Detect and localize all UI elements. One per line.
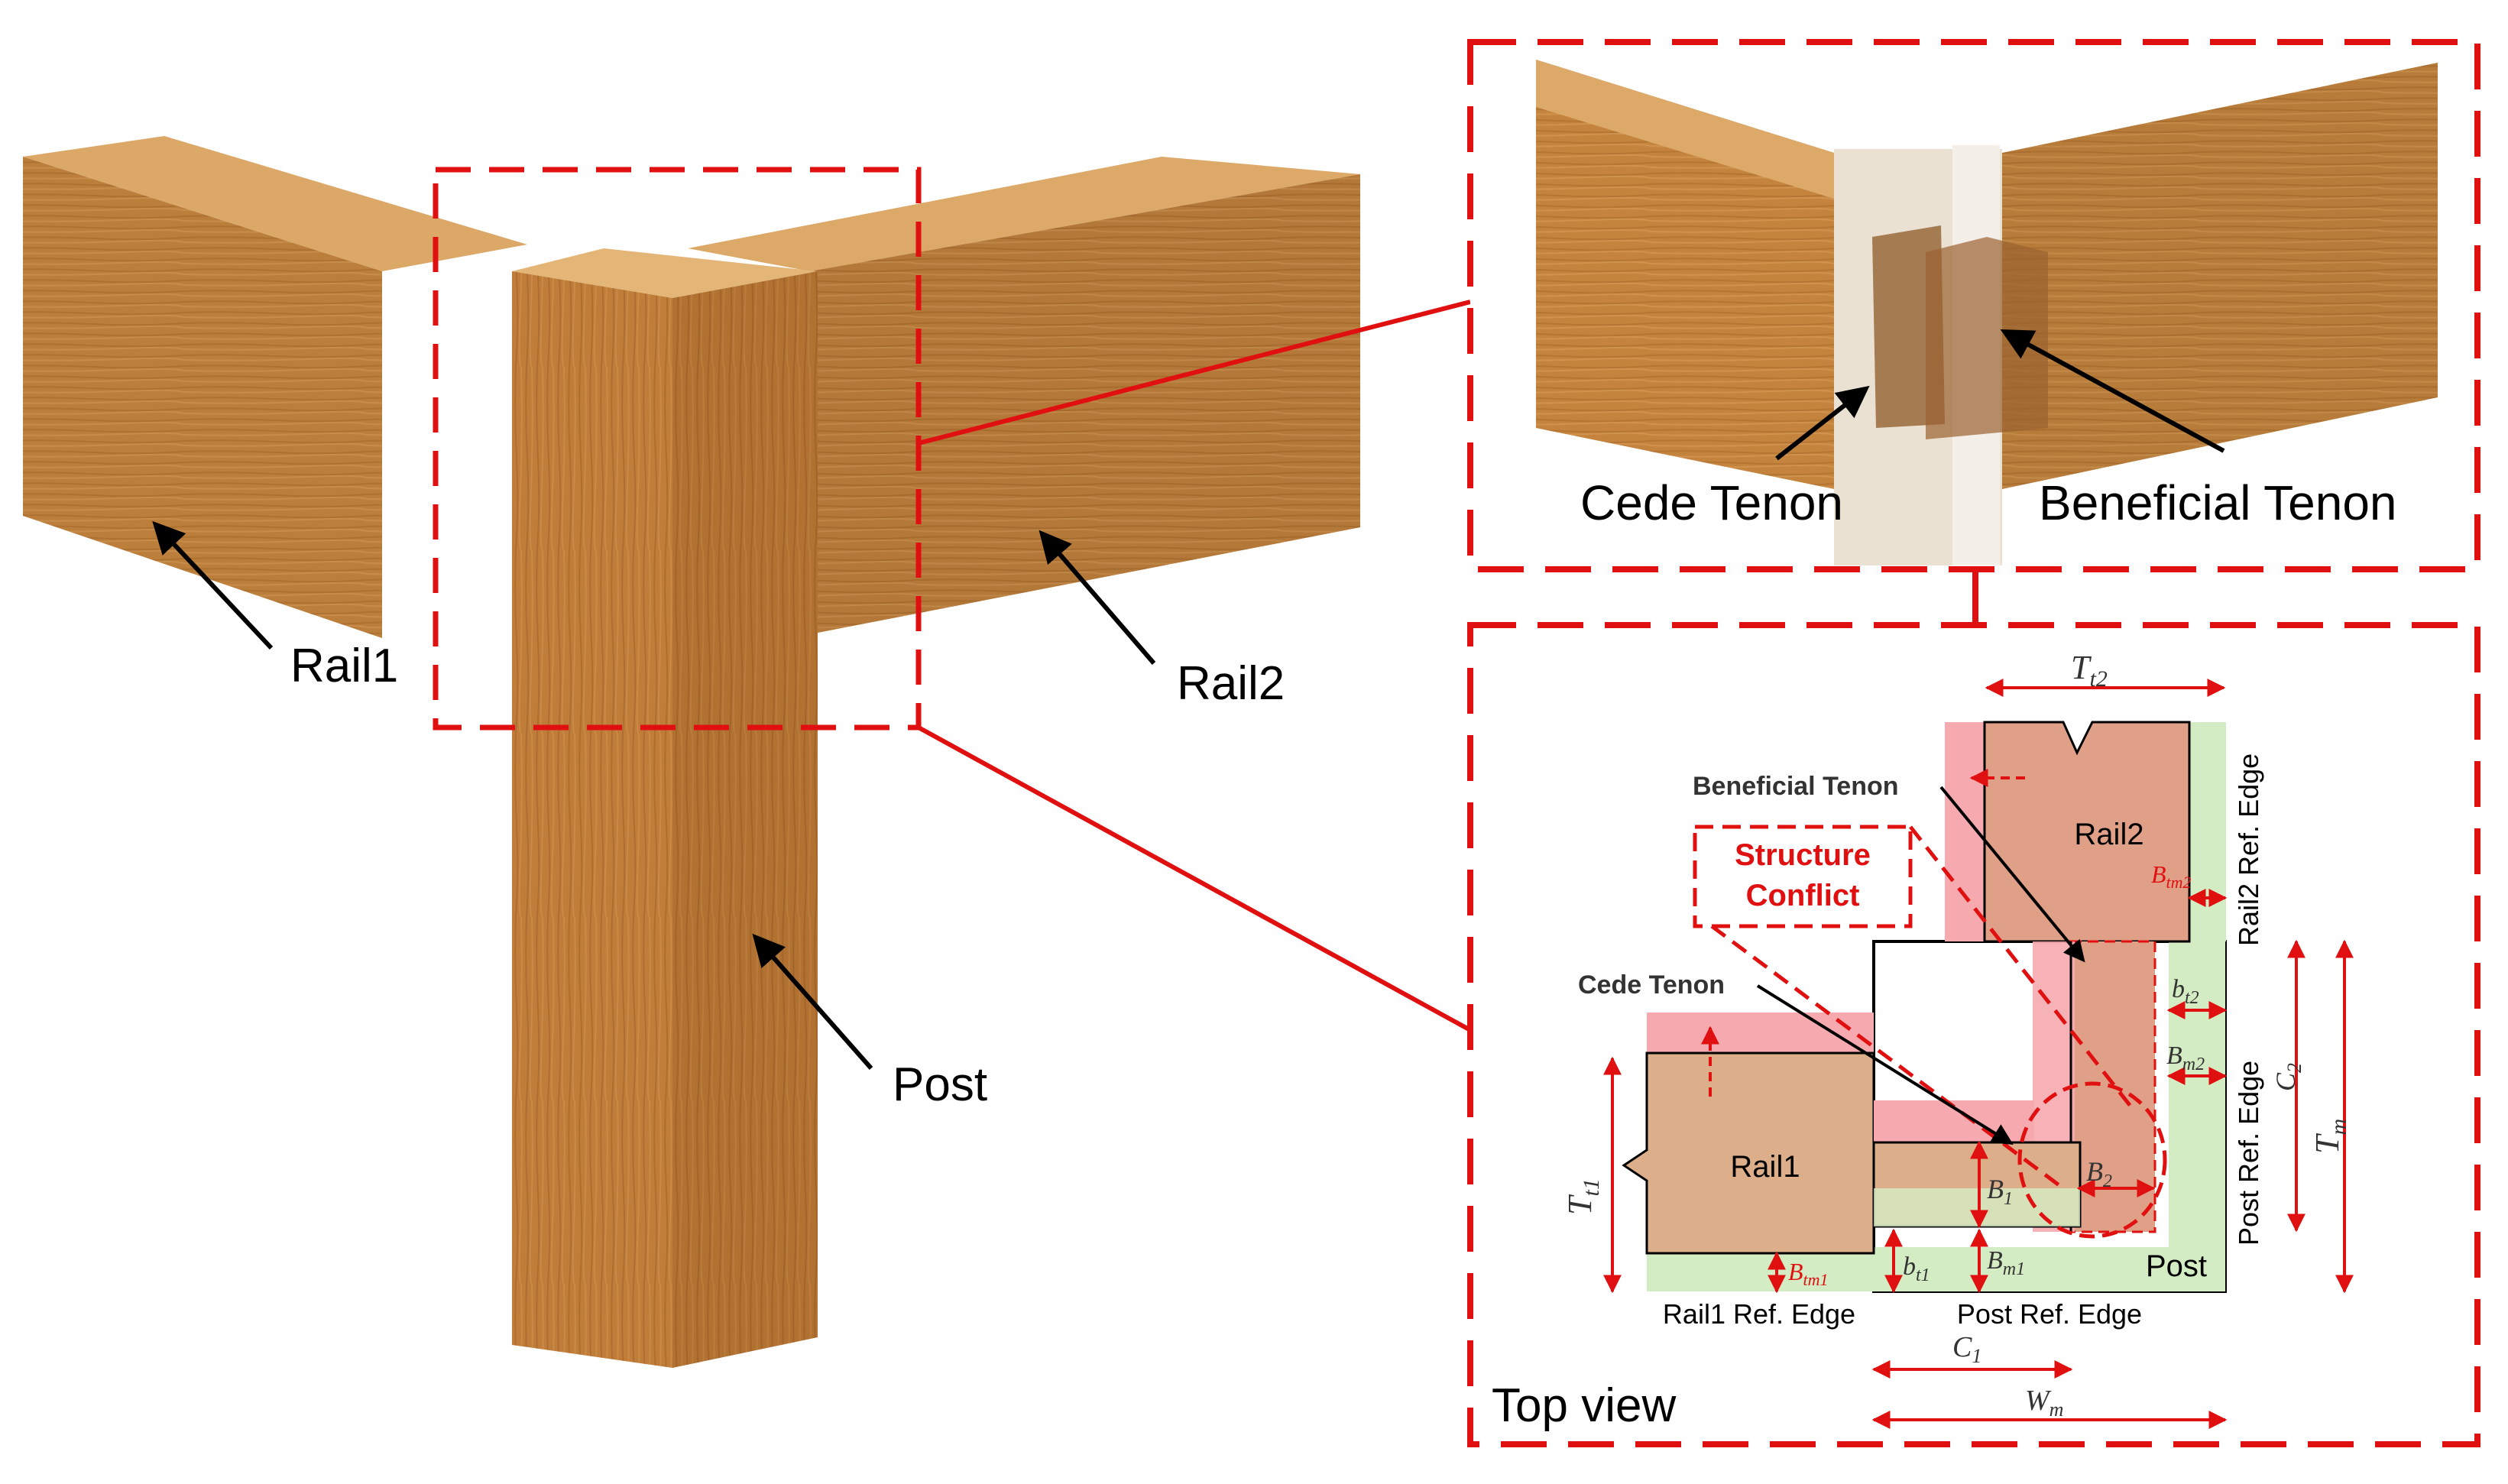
rail1-ref-edge-label: Rail1 Ref. Edge xyxy=(1663,1298,1855,1330)
rail2-block xyxy=(1983,721,2191,943)
dim-bt2: bt2 xyxy=(2172,975,2199,1008)
cede-tenon-pointer xyxy=(1775,385,1870,461)
top-view: Structure Conflict Beneficial Tenon Cede… xyxy=(1467,622,2480,1447)
post-ref-edge-right-label: Post Ref. Edge xyxy=(2233,1061,2264,1246)
rail2-label: Rail2 xyxy=(1177,657,1285,710)
topview-cede-tenon-label: Cede Tenon xyxy=(1578,970,1725,1000)
conflict-circle xyxy=(2017,1081,2167,1239)
structure-conflict-line2: Conflict xyxy=(1746,879,1860,912)
dim-c2: C2 xyxy=(2270,1063,2305,1091)
connector-to-topview xyxy=(917,725,1472,1032)
rail1-beam xyxy=(23,136,527,638)
structure-conflict-line1: Structure xyxy=(1735,838,1871,872)
top-view-title: Top view xyxy=(1492,1379,1676,1432)
dimension-lines xyxy=(1603,679,2354,1429)
detail-beneficial-tenon-label: Beneficial Tenon xyxy=(2039,475,2397,530)
rail2-beam xyxy=(688,157,1360,634)
topview-beneficial-tenon-label: Beneficial Tenon xyxy=(1693,772,1899,801)
structure-conflict-box xyxy=(1693,825,1913,928)
rail2-green-ref xyxy=(2189,722,2226,941)
post-pointer xyxy=(752,933,873,1070)
dim-btm2: Btm2 xyxy=(2151,860,2192,892)
dim-tt2: Tt2 xyxy=(2071,649,2108,692)
detail-view: Cede Tenon Beneficial Tenon xyxy=(1467,39,2480,572)
rail1-block xyxy=(1622,1051,1875,1255)
dim-tt1: Tt1 xyxy=(1561,1178,1604,1215)
dim-bt1: bt1 xyxy=(1903,1252,1930,1285)
beneficial-tenon-shape xyxy=(1926,237,2048,439)
rail2-ref-edge-label: Rail2 Ref. Edge xyxy=(2233,753,2264,946)
topview-post-label: Post xyxy=(2146,1249,2207,1283)
post-beam xyxy=(512,248,818,1368)
dim-c1: C1 xyxy=(1952,1331,1981,1367)
post-ref-edge-bottom-label: Post Ref. Edge xyxy=(1957,1298,2142,1330)
rail2-pink xyxy=(1945,722,1991,941)
main-joint-illustration: Rail1 Rail2 Post xyxy=(23,136,1472,1368)
topview-rail2-label: Rail2 xyxy=(2074,818,2143,851)
rail1-pointer xyxy=(152,520,274,650)
dim-b2: B2 xyxy=(2086,1156,2112,1191)
connector-to-detail xyxy=(918,300,1471,446)
post-label: Post xyxy=(893,1058,987,1111)
dim-tm: Tm xyxy=(2309,1119,2351,1154)
dim-btm1: Btm1 xyxy=(1788,1258,1829,1289)
rail1-pink xyxy=(1647,1013,1874,1057)
dim-bm2: Bm2 xyxy=(2166,1042,2205,1074)
topview-rail1-label: Rail1 xyxy=(1730,1150,1800,1184)
dim-b1: B1 xyxy=(1987,1174,2013,1209)
detail-cede-tenon-label: Cede Tenon xyxy=(1580,475,1843,530)
rail2-pointer xyxy=(1039,530,1156,665)
rail1-label: Rail1 xyxy=(290,640,398,692)
rail1-green-ref xyxy=(1647,1253,1874,1291)
dim-bm1: Bm1 xyxy=(1987,1246,2025,1279)
dimension-labels: Tt2 Tt1 C2 Tm C1 Wm B1 B2 bt1 Bm1 bt2 Bm… xyxy=(1561,649,2351,1421)
focus-box xyxy=(433,167,922,731)
dim-wm: Wm xyxy=(2025,1385,2063,1421)
beneficial-tenon-pointer xyxy=(2000,329,2225,453)
